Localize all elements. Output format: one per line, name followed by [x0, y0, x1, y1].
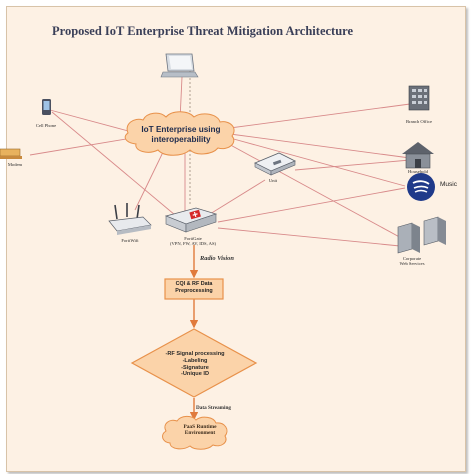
signal-processing-line-2: -Labeling — [182, 357, 208, 364]
laptop-icon — [160, 53, 199, 78]
link-music — [229, 137, 406, 187]
runtime-label: PaaS Runtime Environment — [162, 424, 238, 437]
unit-icon — [254, 152, 296, 176]
preprocessing-label-line-2: Preprocessing — [175, 288, 213, 294]
preprocessing-label-line-1: CQI & RF Data — [175, 281, 213, 287]
diagram-title: Proposed IoT Enterprise Threat Mitigatio… — [52, 24, 354, 38]
link-fortigate-corporate — [217, 227, 401, 247]
hub-label-line-1: IoT Enterprise using — [141, 125, 221, 134]
link-household — [229, 133, 411, 159]
branch-office-label: Branch Office — [405, 119, 433, 124]
data-streaming-label: Data Streaming — [196, 405, 231, 411]
hub-label: IoT Enterprise using interoperability — [126, 125, 236, 145]
household-label: Household — [408, 169, 428, 174]
firewall-label-line-2: (VPN, FW, AV, IDS, AS) — [169, 241, 217, 246]
diagram-panel — [6, 6, 466, 472]
wifi-router-icon — [108, 203, 152, 235]
firewall-label: FortiGate (VPN, FW, AV, IDS, AS) — [158, 236, 228, 246]
signal-processing-line-1: -RF Signal processing — [165, 351, 225, 357]
link-fortigate-phone — [51, 111, 176, 216]
corporate-label: Corporate Web Services — [386, 256, 438, 266]
cell-phone-icon — [42, 99, 51, 115]
wifi-router-label: FortiWifi — [121, 238, 139, 243]
corporate-label-line-1: Corporate — [402, 256, 422, 261]
household-icon — [402, 142, 434, 169]
hub-label-line-2: interoperability — [151, 135, 211, 144]
link-branch — [229, 103, 411, 129]
link-corporate — [224, 141, 406, 241]
preprocessing-box — [164, 278, 224, 300]
corporate-label-line-2: Web Services — [399, 261, 425, 266]
music-icon — [407, 173, 435, 201]
link-fortigate-unit — [209, 179, 266, 215]
link-modem — [29, 137, 133, 156]
link-fortigate-music — [217, 187, 406, 223]
firewall-label-line-1: FortiGate — [184, 236, 202, 241]
preprocessing-label: CQI & RF Data Preprocessing — [162, 281, 226, 295]
runtime-label-line-2: Environment — [184, 430, 216, 437]
signal-processing-label: -RF Signal processing -Labeling -Signatu… — [140, 351, 250, 378]
unit-label: Unit — [268, 178, 278, 183]
runtime-cloud — [162, 415, 228, 450]
hub-cloud — [124, 111, 235, 156]
cell-phone-label: Cell Phone — [35, 123, 57, 128]
link-router-left — [134, 147, 166, 211]
signal-processing-diamond — [130, 328, 258, 398]
link-phone — [49, 109, 133, 133]
corporate-web-services-icon — [397, 216, 446, 254]
music-label: Music — [440, 181, 457, 188]
signal-processing-line-3: -Signature — [181, 364, 209, 371]
firewall-appliance-icon — [164, 207, 218, 233]
radio-vision-label: Radio Vision — [200, 255, 234, 262]
signal-processing-line-4: -Unique ID — [181, 371, 209, 378]
modem-icon — [0, 148, 22, 159]
modem-label: Modem — [7, 162, 23, 167]
runtime-label-line-1: PaaS Runtime — [183, 424, 217, 430]
link-unit-household — [294, 159, 411, 171]
branch-office-icon — [408, 85, 430, 111]
